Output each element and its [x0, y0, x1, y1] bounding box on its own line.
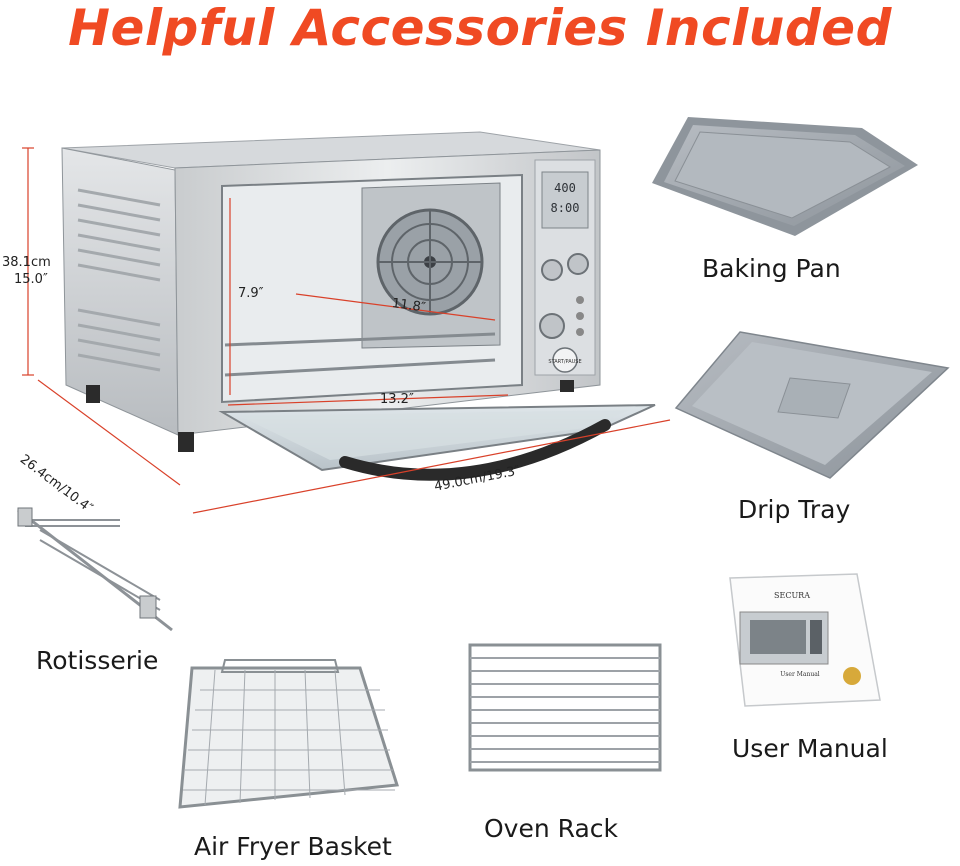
manual-brand: SECURA: [774, 591, 810, 600]
toaster-oven: 400 8:00 START/PAUSE: [61, 131, 656, 481]
page-title: Helpful Accessories Included: [68, 0, 892, 57]
interior-width-label: 13.2″: [380, 392, 414, 407]
rack-wires: [470, 657, 660, 763]
drip-tray: [674, 331, 950, 479]
manual-cover-title: User Manual: [780, 671, 819, 678]
air-fryer-basket: [178, 659, 399, 809]
knob-bottom: [539, 313, 565, 339]
svg-text:START/PAUSE: START/PAUSE: [548, 359, 581, 365]
knob-top-right: [567, 253, 589, 275]
rotisserie: [17, 507, 173, 632]
foot: [86, 385, 100, 403]
foot: [560, 380, 574, 392]
user-manual-label: User Manual: [732, 734, 888, 763]
baking-pan-label: Baking Pan: [702, 254, 841, 283]
start-pause-button: [552, 347, 578, 373]
height-in-label: 15.0″: [14, 272, 48, 287]
user-manual: SECURA User Manual: [729, 573, 881, 707]
oven-rack: [468, 643, 662, 772]
basket-mesh: [183, 669, 395, 806]
dimension-lines: [22, 147, 671, 514]
air-fryer-basket-label: Air Fryer Basket: [194, 832, 392, 861]
display-time: 8:00: [551, 201, 580, 215]
interior-height-label: 7.9″: [238, 286, 264, 301]
side-vents: [77, 188, 161, 372]
oven-rack-label: Oven Rack: [484, 814, 619, 843]
knob-top-left: [541, 259, 563, 281]
height-cm-label: 38.1cm: [2, 255, 51, 270]
display-temperature: 400: [554, 181, 576, 195]
drip-tray-label: Drip Tray: [738, 495, 851, 524]
door-handle: [339, 419, 611, 481]
rotisserie-label: Rotisserie: [36, 646, 159, 675]
foot: [178, 432, 194, 452]
baking-pan: [652, 117, 918, 236]
